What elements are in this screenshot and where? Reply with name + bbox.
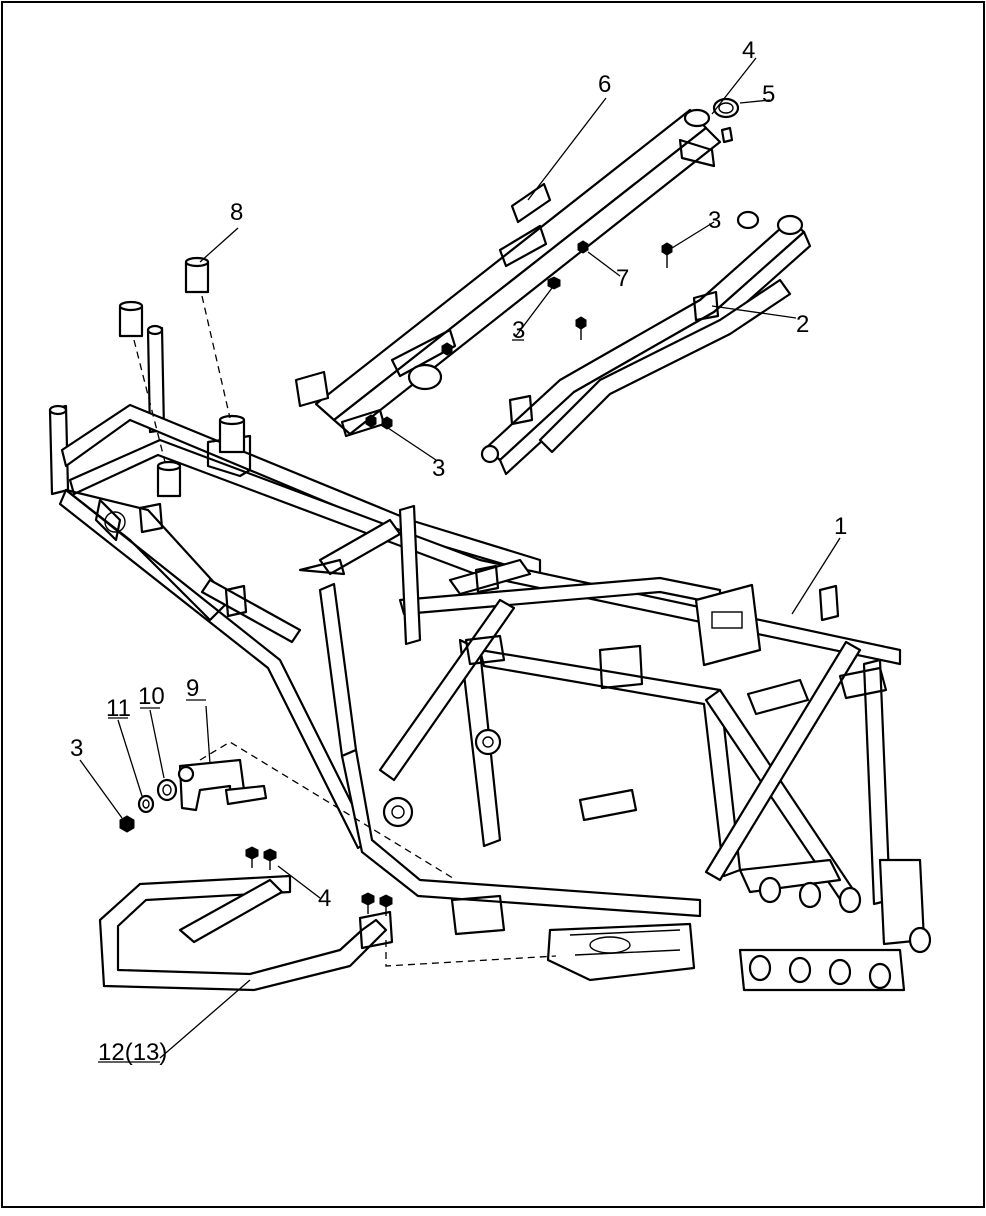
callout-7: 7 — [616, 265, 629, 292]
bushing-8 — [118, 256, 246, 498]
callout-2: 2 — [796, 311, 809, 338]
callout-1: 1 — [834, 513, 847, 540]
callout-10: 10 — [138, 683, 165, 710]
main-frame — [48, 324, 932, 992]
callout-4-top: 4 — [742, 37, 755, 64]
footrest-12 — [98, 874, 394, 992]
callout-3-middle: 3 — [512, 317, 525, 344]
callout-3-top-right: 3 — [708, 207, 721, 234]
leader-lines — [79, 57, 841, 1063]
callout-4-lower: 4 — [318, 885, 331, 912]
callout-6: 6 — [598, 71, 611, 98]
fasteners — [119, 240, 673, 916]
callout-3-lower: 3 — [432, 455, 445, 482]
callout-9: 9 — [186, 675, 199, 702]
cap-5 — [712, 97, 740, 144]
bushing-10 — [156, 778, 178, 802]
callout-11: 11 — [106, 695, 131, 722]
subframe-2 — [480, 210, 812, 476]
front-mounts — [738, 858, 932, 992]
washer-11 — [137, 794, 155, 814]
upper-rail-assembly — [314, 108, 722, 438]
callout-3-left: 3 — [70, 735, 83, 762]
callout-8: 8 — [230, 199, 243, 226]
plate-left — [294, 370, 330, 408]
bracket-9 — [177, 758, 268, 812]
callout-5: 5 — [762, 81, 775, 108]
assembly-path-b — [385, 940, 557, 967]
callout-12-13: 12(13) — [98, 1039, 167, 1066]
plate-6 — [510, 182, 552, 224]
